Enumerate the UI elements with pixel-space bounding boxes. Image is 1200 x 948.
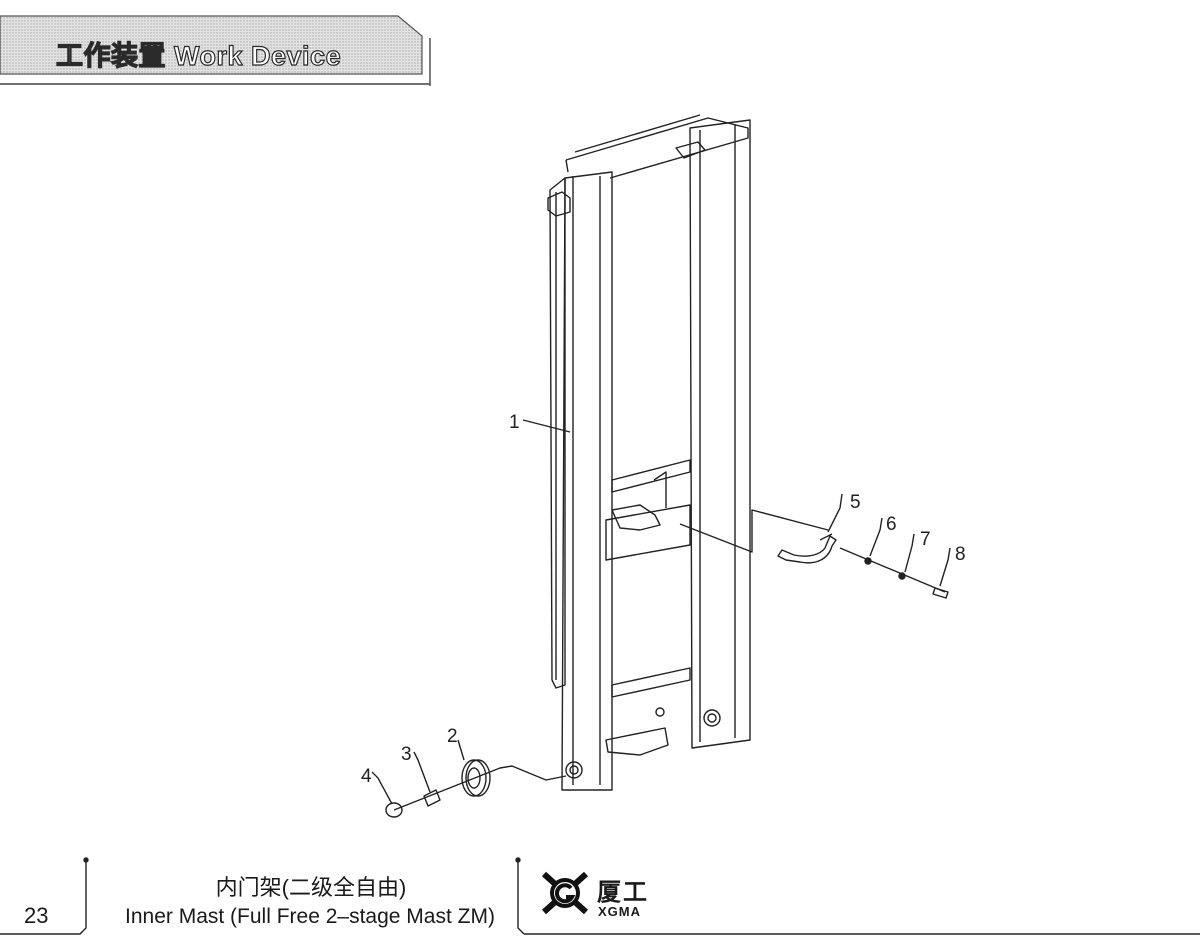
callout-7: 7 (920, 529, 931, 550)
drawing-title-en: Inner Mast (Full Free 2–stage Mast ZM) (125, 905, 495, 928)
callout-4: 4 (361, 766, 372, 787)
brand-name-cn: 厦工 (597, 879, 649, 906)
brand-name-en: XGMA (598, 904, 641, 919)
drawing-title-cn: 内门架(二级全自由) (215, 875, 407, 900)
section-header-tab: 工作装置 Work Device (0, 14, 432, 86)
page-number: 23 (24, 903, 49, 928)
callout-8: 8 (955, 544, 966, 565)
callout-1: 1 (509, 412, 520, 433)
section-title: 工作装置 Work Device (55, 40, 342, 71)
callout-2: 2 (447, 726, 458, 747)
callout-6: 6 (886, 514, 897, 535)
callout-3: 3 (401, 744, 412, 765)
xgma-logo-icon (540, 868, 590, 923)
callout-5: 5 (850, 492, 861, 513)
